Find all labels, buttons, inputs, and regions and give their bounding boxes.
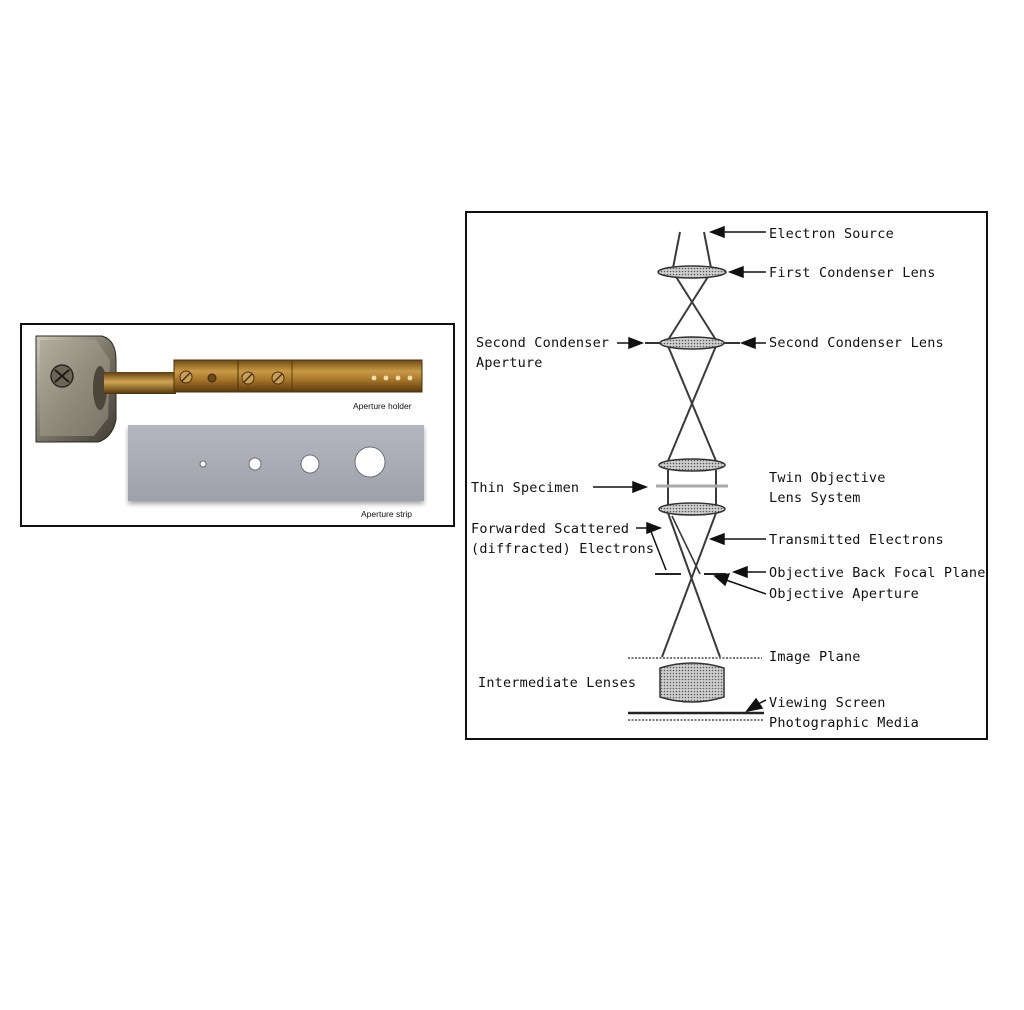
second-condenser-lens [659, 336, 725, 350]
electron-rays [661, 231, 721, 658]
label-second-condenser-aperture-1: Second Condenser [476, 335, 609, 351]
label-arrows [593, 225, 767, 713]
label-twin-objective-2: Lens System [769, 490, 861, 506]
objective-lens-upper [658, 458, 726, 472]
label-electron-source: Electron Source [769, 226, 894, 242]
label-second-condenser-aperture-2: Aperture [476, 355, 543, 371]
label-objective-aperture: Objective Aperture [769, 586, 919, 602]
first-condenser-lens [657, 265, 727, 279]
aperture-holder-caption: Aperture holder [353, 401, 412, 411]
label-thin-specimen: Thin Specimen [471, 480, 579, 496]
aperture-photo-panel: Aperture holder Aperture strip [20, 323, 455, 527]
label-viewing-screen: Viewing Screen [769, 695, 886, 711]
label-forwarded-scattered-2: (diffracted) Electrons [471, 541, 654, 557]
intermediate-lenses [659, 662, 725, 703]
objective-lens-lower [658, 502, 726, 516]
label-second-condenser-lens: Second Condenser Lens [769, 335, 944, 351]
aperture-strip-image [128, 425, 424, 501]
label-first-condenser-lens: First Condenser Lens [769, 265, 936, 281]
label-twin-objective-1: Twin Objective [769, 470, 886, 486]
label-forwarded-scattered-1: Forwarded Scattered [471, 521, 629, 537]
label-objective-back-focal-plane: Objective Back Focal Plane [769, 565, 986, 581]
aperture-strip-caption: Aperture strip [361, 509, 412, 519]
label-transmitted-electrons: Transmitted Electrons [769, 532, 944, 548]
tem-ray-diagram: Electron Source First Condenser Lens Sec… [465, 211, 988, 740]
label-image-plane: Image Plane [769, 649, 861, 665]
aperture-holder-image [35, 335, 423, 443]
label-photographic-media: Photographic Media [769, 715, 919, 731]
diagram-panel-frame [465, 211, 988, 740]
label-intermediate-lenses: Intermediate Lenses [478, 675, 636, 691]
